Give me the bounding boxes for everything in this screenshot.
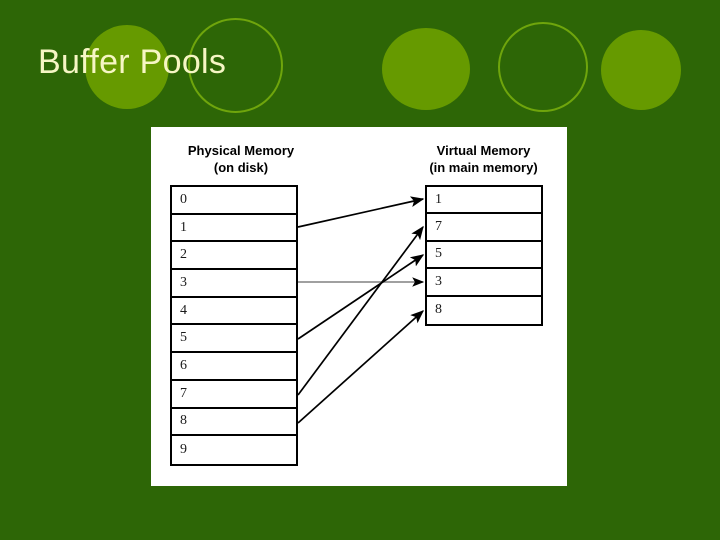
physical-memory-row: 7 <box>172 381 296 409</box>
physical-memory-row: 0 <box>172 187 296 215</box>
virtual-memory-table: 1 7 5 3 8 <box>425 185 543 326</box>
physical-memory-row: 3 <box>172 270 296 298</box>
page-title: Buffer Pools <box>38 43 227 81</box>
virtual-memory-heading-line1: Virtual Memory <box>436 143 531 158</box>
physical-memory-row: 4 <box>172 298 296 326</box>
physical-memory-heading-line1: Physical Memory <box>187 143 295 158</box>
decorative-circle-filled-3 <box>601 30 681 110</box>
physical-memory-row: 1 <box>172 215 296 243</box>
virtual-memory-row: 7 <box>427 214 541 242</box>
virtual-memory-heading: Virtual Memory (in main memory) <box>401 142 566 176</box>
virtual-memory-row: 8 <box>435 302 442 318</box>
decorative-circle-filled-2 <box>382 28 470 110</box>
mapping-arrow-8-to-8 <box>297 310 425 424</box>
virtual-memory-row: 1 <box>427 187 541 215</box>
physical-memory-heading-line2: (on disk) <box>213 160 269 175</box>
mapping-arrow-1-to-1 <box>297 196 425 228</box>
mapping-arrow-7-to-7 <box>297 225 424 396</box>
virtual-memory-row: 5 <box>427 242 541 270</box>
physical-memory-heading: Physical Memory (on disk) <box>161 142 321 176</box>
mapping-arrow-5-to-5 <box>297 254 425 340</box>
physical-memory-row: 2 <box>172 242 296 271</box>
virtual-memory-heading-line2: (in main memory) <box>429 160 538 175</box>
physical-memory-row: 9 <box>180 442 187 458</box>
physical-memory-table: 0 1 2 3 4 5 6 7 8 9 <box>170 185 298 466</box>
physical-memory-row: 8 <box>172 409 296 437</box>
decorative-circle-outline-2 <box>498 22 588 112</box>
virtual-memory-row: 3 <box>427 269 541 297</box>
diagram-panel: Physical Memory (on disk) Virtual Memory… <box>151 127 567 486</box>
decorative-circle-outline-1 <box>188 18 283 113</box>
physical-memory-row: 5 <box>172 325 296 354</box>
decorative-circle-filled-1 <box>85 25 169 109</box>
physical-memory-row: 6 <box>172 353 296 381</box>
